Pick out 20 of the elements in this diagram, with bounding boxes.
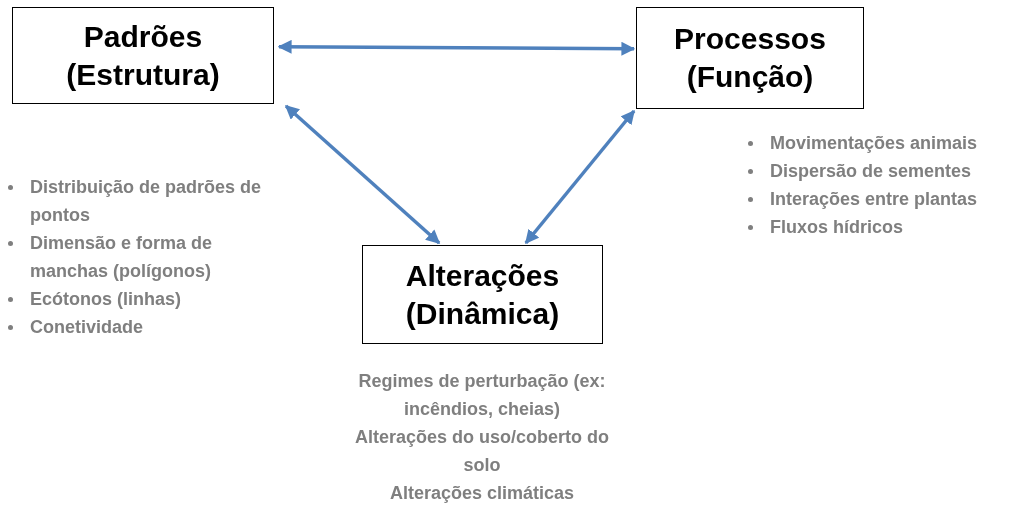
bullet-text: Movimentações animais: [770, 132, 978, 155]
concept-box: [362, 245, 603, 344]
double-arrow: [524, 109, 636, 245]
concept-box: [12, 7, 274, 104]
double-arrow: [277, 39, 636, 56]
double-arrow: [284, 104, 441, 245]
bullet-text: Fluxos hídricos: [770, 216, 904, 239]
box-title: Alterações (Dinâmica): [404, 257, 561, 332]
note-text: Alterações do uso/coberto do solo: [353, 426, 610, 477]
bullet-text: Distribuição de padrões de pontos: [30, 176, 263, 227]
box-title: Processos (Função): [673, 21, 827, 95]
note-text: Regimes de perturbação (ex: incêndios, cheias): [357, 370, 607, 421]
box-title: Padrões (Estrutura): [65, 18, 221, 93]
bullet-text: Dispersão de sementes: [770, 160, 972, 183]
note-text: Alterações climáticas: [388, 482, 576, 505]
concept-box: [636, 7, 864, 109]
bullet-text: Ecótonos (linhas): [30, 288, 181, 311]
bullet-text: Conetividade: [30, 316, 144, 339]
bullet-text: Interações entre plantas: [770, 188, 978, 211]
bullet-text: Dimensão e forma de manchas (polígonos): [30, 232, 214, 283]
